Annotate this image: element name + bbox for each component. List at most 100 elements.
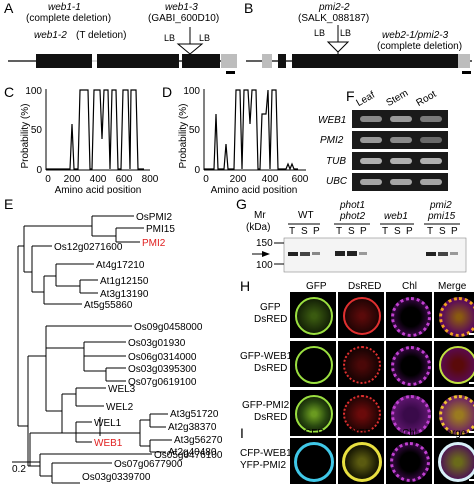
panel-i-row-line1: CFP-WEB1: [240, 448, 292, 459]
panel-a-lb-2: LB: [199, 33, 211, 43]
panel-d-letter: D: [162, 84, 173, 100]
panel-g-group-pmi15: pmi15: [428, 211, 456, 222]
web2-1-label: web2-1/pmi2-3: [382, 30, 449, 41]
gel-strip-ubc: [352, 173, 448, 191]
panel-a-gene-diagram: [8, 27, 237, 74]
panel-i-letter: I: [240, 425, 244, 441]
leaf-at3g56270: At3g56270: [174, 435, 223, 446]
pmi2-2-label: pmi2-2: [319, 2, 350, 13]
panel-h-col-merge: Merge: [438, 281, 467, 292]
panel-h-row2-line1: GFP-WEB1: [240, 351, 293, 362]
h-r2-dsred-image: [338, 341, 384, 387]
lane-s-4: S: [439, 226, 446, 237]
panel-c-letter: C: [4, 84, 15, 100]
panel-c-xtick-200: 200: [64, 174, 81, 185]
panel-c-coiled-coil-plot: Probability (%) 0 50 100 0 200 400 600 8…: [20, 86, 159, 194]
panel-d-probability-trace: [204, 89, 298, 171]
h-r2-gfp-image: [290, 341, 336, 387]
panel-c-ytick-0: 0: [36, 165, 42, 176]
lane-t-4: T: [427, 226, 434, 237]
panel-d-xtick-600: 600: [292, 174, 309, 185]
panel-f-row-pmi2: PMI2: [320, 135, 344, 146]
panel-h-row1-line2: DsRED: [254, 314, 288, 325]
web1-2-t-deletion-label: (T deletion): [76, 30, 127, 41]
lane-s-1: S: [301, 226, 308, 237]
leaf-at2g38370: At2g38370: [168, 422, 217, 433]
panel-h-row3-line2: DsRED: [254, 412, 288, 423]
lane-s-2: S: [348, 226, 355, 237]
leaf-pmi15: PMI15: [146, 224, 175, 235]
panel-i-col-yfp: YFP: [352, 428, 372, 439]
tree-scale-label: 0.2: [12, 464, 26, 475]
h-r3-chl-image: [386, 390, 432, 436]
leaf-at1g12150: At1g12150: [100, 276, 149, 287]
panel-i-row-line2: YFP-PMI2: [240, 460, 287, 471]
leaf-ospmi2: OsPMI2: [136, 212, 173, 223]
panel-b-gene-diagram: [246, 25, 472, 74]
panel-d-ytick-50: 50: [189, 125, 201, 136]
h-r3-merge-image: [434, 390, 474, 436]
panel-c-xtick-400: 400: [90, 174, 107, 185]
gel-strip-pmi2: [352, 131, 448, 149]
marker-150: 150: [256, 238, 273, 249]
leaf-at3g13190: At3g13190: [100, 289, 149, 300]
pmi2-2-salk-label: (SALK_088187): [298, 13, 370, 24]
i-yfp-image: [338, 438, 384, 484]
panel-g-mr: Mr: [254, 210, 266, 221]
panel-e-at-clade: [12, 413, 172, 466]
leaf-os09g0458000: Os09g0458000: [134, 322, 203, 333]
h-r1-chl-image: [386, 292, 432, 338]
panel-d-xtick-200: 200: [230, 174, 247, 185]
panel-a-letter: A: [4, 0, 14, 16]
panel-c-ytick-100: 100: [25, 86, 42, 97]
panel-d-xtick-400: 400: [262, 174, 279, 185]
h-r1-dsred-image: [338, 292, 384, 338]
web1-1-label: web1-1: [48, 2, 81, 13]
lane-t-1: T: [289, 226, 296, 237]
panel-f-row-tub: TUB: [326, 156, 346, 167]
web1-1-deletion-label: (complete deletion): [26, 13, 112, 24]
panel-d-ylabel: Probability (%): [178, 103, 189, 168]
panel-e-letter: E: [4, 196, 14, 212]
i-chl-image: [386, 438, 432, 484]
leaf-os03g0395300: Os03g0395300: [128, 364, 197, 375]
panel-c-xlabel: Amino acid position: [55, 185, 142, 194]
panel-b-lb-2: LB: [340, 28, 352, 38]
leaf-os06g0314000: Os06g0314000: [128, 352, 197, 363]
i-merge-image: [434, 438, 474, 484]
panel-f-letter: F: [346, 88, 355, 104]
panel-h-col-dsred: DsRED: [348, 281, 382, 292]
panel-g-group-phot1: phot1: [340, 200, 366, 211]
panel-h-col-gfp: GFP: [306, 281, 327, 292]
h-r1-gfp-image: [290, 292, 336, 338]
lane-s-3: S: [394, 226, 401, 237]
panel-e-phylogenetic-tree: OsPMI2 PMI15 PMI2 Os12g0271600 At4g17210…: [17, 212, 223, 484]
panel-a-lb-1: LB: [164, 33, 176, 43]
lane-p-4: P: [451, 226, 458, 237]
lane-p-3: P: [406, 226, 413, 237]
panel-g-kda: (kDa): [246, 222, 271, 233]
panel-i-col-cfp: CFP: [304, 428, 324, 439]
leaf-os07g0677900: Os07g0677900: [114, 459, 183, 470]
panel-c-ylabel: Probability (%): [20, 103, 31, 168]
leaf-wel1: WEL1: [94, 418, 122, 429]
panel-g-letter: G: [236, 196, 247, 212]
panel-f-gel: [352, 110, 448, 192]
panel-b-letter: B: [244, 0, 254, 16]
web1-3-gabi-label: (GABI_600D10): [148, 13, 220, 24]
lane-p-1: P: [313, 226, 320, 237]
gel-strip-web1: [352, 110, 448, 128]
marker-100: 100: [256, 260, 273, 271]
h-r2-chl-image: [386, 341, 432, 387]
panel-c-xtick-0: 0: [45, 174, 51, 185]
panel-f-row-web1: WEB1: [318, 115, 347, 126]
panel-d-ytick-100: 100: [183, 86, 200, 97]
panel-h-col-chl: Chl: [402, 281, 418, 292]
leaf-web1: WEB1: [94, 438, 123, 449]
panel-c-ytick-50: 50: [31, 125, 43, 136]
panel-d-xlabel: Amino acid position: [211, 185, 298, 194]
leaf-wel3: WEL3: [108, 384, 136, 395]
leaf-at2g40480: At2g40480: [168, 447, 217, 458]
